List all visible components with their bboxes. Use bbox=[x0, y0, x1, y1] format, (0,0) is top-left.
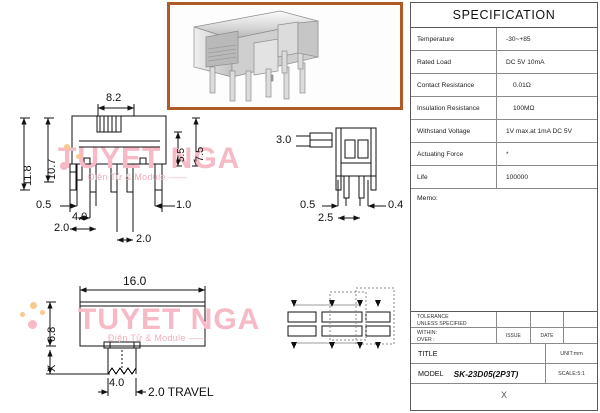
tolerance-cell-2 bbox=[531, 312, 565, 327]
spec-row-life: Life 100000 bbox=[411, 166, 597, 189]
spec-row-rated-load: Rated Load DC 5V 10mA bbox=[411, 51, 597, 74]
spec-value: DC 5V 10mA bbox=[506, 58, 545, 66]
dim-front-inner-height: 5.5 bbox=[176, 148, 187, 162]
dim-front-overall-height: 11.8 bbox=[22, 165, 34, 186]
dim-side-pin-thickness: 0.4 bbox=[388, 199, 404, 211]
model-row: MODEL SK-23D05(2P3T) SCALE:5:1 bbox=[411, 364, 597, 384]
dim-plan-travel: 2.0 TRAVEL bbox=[148, 385, 214, 399]
spec-value: * bbox=[506, 150, 509, 158]
spec-value: 100000 bbox=[506, 173, 529, 181]
dim-front-right-offset: 1.0 bbox=[176, 199, 192, 211]
tolerance-line-1: TOLERANCE bbox=[417, 314, 449, 320]
title-block-footer: X bbox=[500, 390, 507, 400]
slide-switch-illustration bbox=[193, 10, 319, 102]
dim-side-depth: 3.0 bbox=[276, 134, 292, 146]
dim-front-pin-pitch-b: 2.0 bbox=[136, 233, 152, 245]
within-label: WITHIN: bbox=[417, 330, 437, 336]
spec-value: 100MΩ bbox=[513, 104, 535, 112]
spec-row-actuating-force: Actuating Force * bbox=[411, 143, 597, 166]
dim-side-left-offset: 0.5 bbox=[300, 199, 316, 211]
dim-front-pin-pitch-a: 4.0 bbox=[72, 211, 88, 223]
issue-label: ISSUE bbox=[505, 332, 521, 339]
dim-plan-width: 6.8 bbox=[46, 326, 58, 342]
issue-cell: ISSUE bbox=[497, 328, 531, 343]
memo-label: Memo: bbox=[417, 194, 438, 202]
spec-row-temperature: Temperature -30~+85 bbox=[411, 28, 597, 51]
model-value: SK-23D05(2P3T) bbox=[453, 368, 519, 379]
spec-key: Insulation Resistance bbox=[411, 97, 497, 119]
revision-cell bbox=[564, 328, 597, 343]
dim-plan-length: 16.0 bbox=[123, 274, 147, 288]
unit-label: UNIT:mm bbox=[545, 344, 597, 363]
within-over-row: WITHIN: OVER : ISSUE DATE bbox=[411, 328, 597, 344]
dim-plan-actuator-mark: X bbox=[46, 364, 58, 372]
date-label: DATE bbox=[540, 332, 554, 339]
spec-value: -30~+85 bbox=[506, 35, 531, 43]
dim-front-pin-width: 2.0 bbox=[54, 222, 70, 234]
dim-plan-actuator-width: 4.0 bbox=[109, 377, 125, 389]
spec-key: Withstand Voltage bbox=[411, 120, 497, 142]
dim-front-right-height: 7.5 bbox=[194, 146, 206, 162]
title-label: TITLE bbox=[418, 349, 438, 358]
spec-key: Actuating Force bbox=[411, 143, 497, 165]
spec-key: Life bbox=[411, 166, 497, 188]
tolerance-label: TOLERANCE UNLESS SPECIFIED bbox=[411, 312, 497, 327]
dim-front-left-offset: 0.5 bbox=[36, 199, 52, 211]
over-label: OVER : bbox=[417, 336, 435, 343]
tolerance-cell-3 bbox=[564, 312, 597, 327]
spec-row-contact-resistance: Contact Resistance 0.01Ω bbox=[411, 74, 597, 97]
product-photo bbox=[167, 2, 403, 110]
tolerance-line-2: UNLESS SPECIFIED bbox=[417, 320, 467, 327]
tolerance-row: TOLERANCE UNLESS SPECIFIED bbox=[411, 312, 597, 328]
spec-key: Rated Load bbox=[411, 51, 497, 73]
within-over-label: WITHIN: OVER : bbox=[411, 328, 497, 343]
title-row: TITLE UNIT:mm bbox=[411, 344, 597, 364]
specification-title: SPECIFICATION bbox=[411, 3, 597, 28]
dim-front-body-height: 10.7 bbox=[46, 158, 58, 180]
date-cell: DATE bbox=[531, 328, 565, 343]
specification-table: SPECIFICATION Temperature -30~+85 Rated … bbox=[410, 2, 598, 411]
dim-side-pitch: 2.5 bbox=[318, 212, 334, 224]
spec-row-insulation-resistance: Insulation Resistance 100MΩ bbox=[411, 97, 597, 120]
spec-value: 0.01Ω bbox=[513, 81, 531, 89]
title-block: TOLERANCE UNLESS SPECIFIED WITHIN: OVER … bbox=[411, 312, 597, 406]
dim-front-top-width: 8.2 bbox=[106, 92, 122, 104]
spec-key: Contact Resistance bbox=[411, 74, 497, 96]
memo-area bbox=[411, 207, 597, 312]
spec-value: 1V max.at 1mA DC 5V bbox=[506, 127, 572, 135]
model-label: MODEL bbox=[418, 369, 444, 378]
scale-label: SCALE:5:1 bbox=[545, 364, 597, 383]
spec-row-withstand-voltage: Withstand Voltage 1V max.at 1mA DC 5V bbox=[411, 120, 597, 143]
spec-key: Temperature bbox=[411, 28, 497, 50]
tolerance-cell-1 bbox=[497, 312, 531, 327]
